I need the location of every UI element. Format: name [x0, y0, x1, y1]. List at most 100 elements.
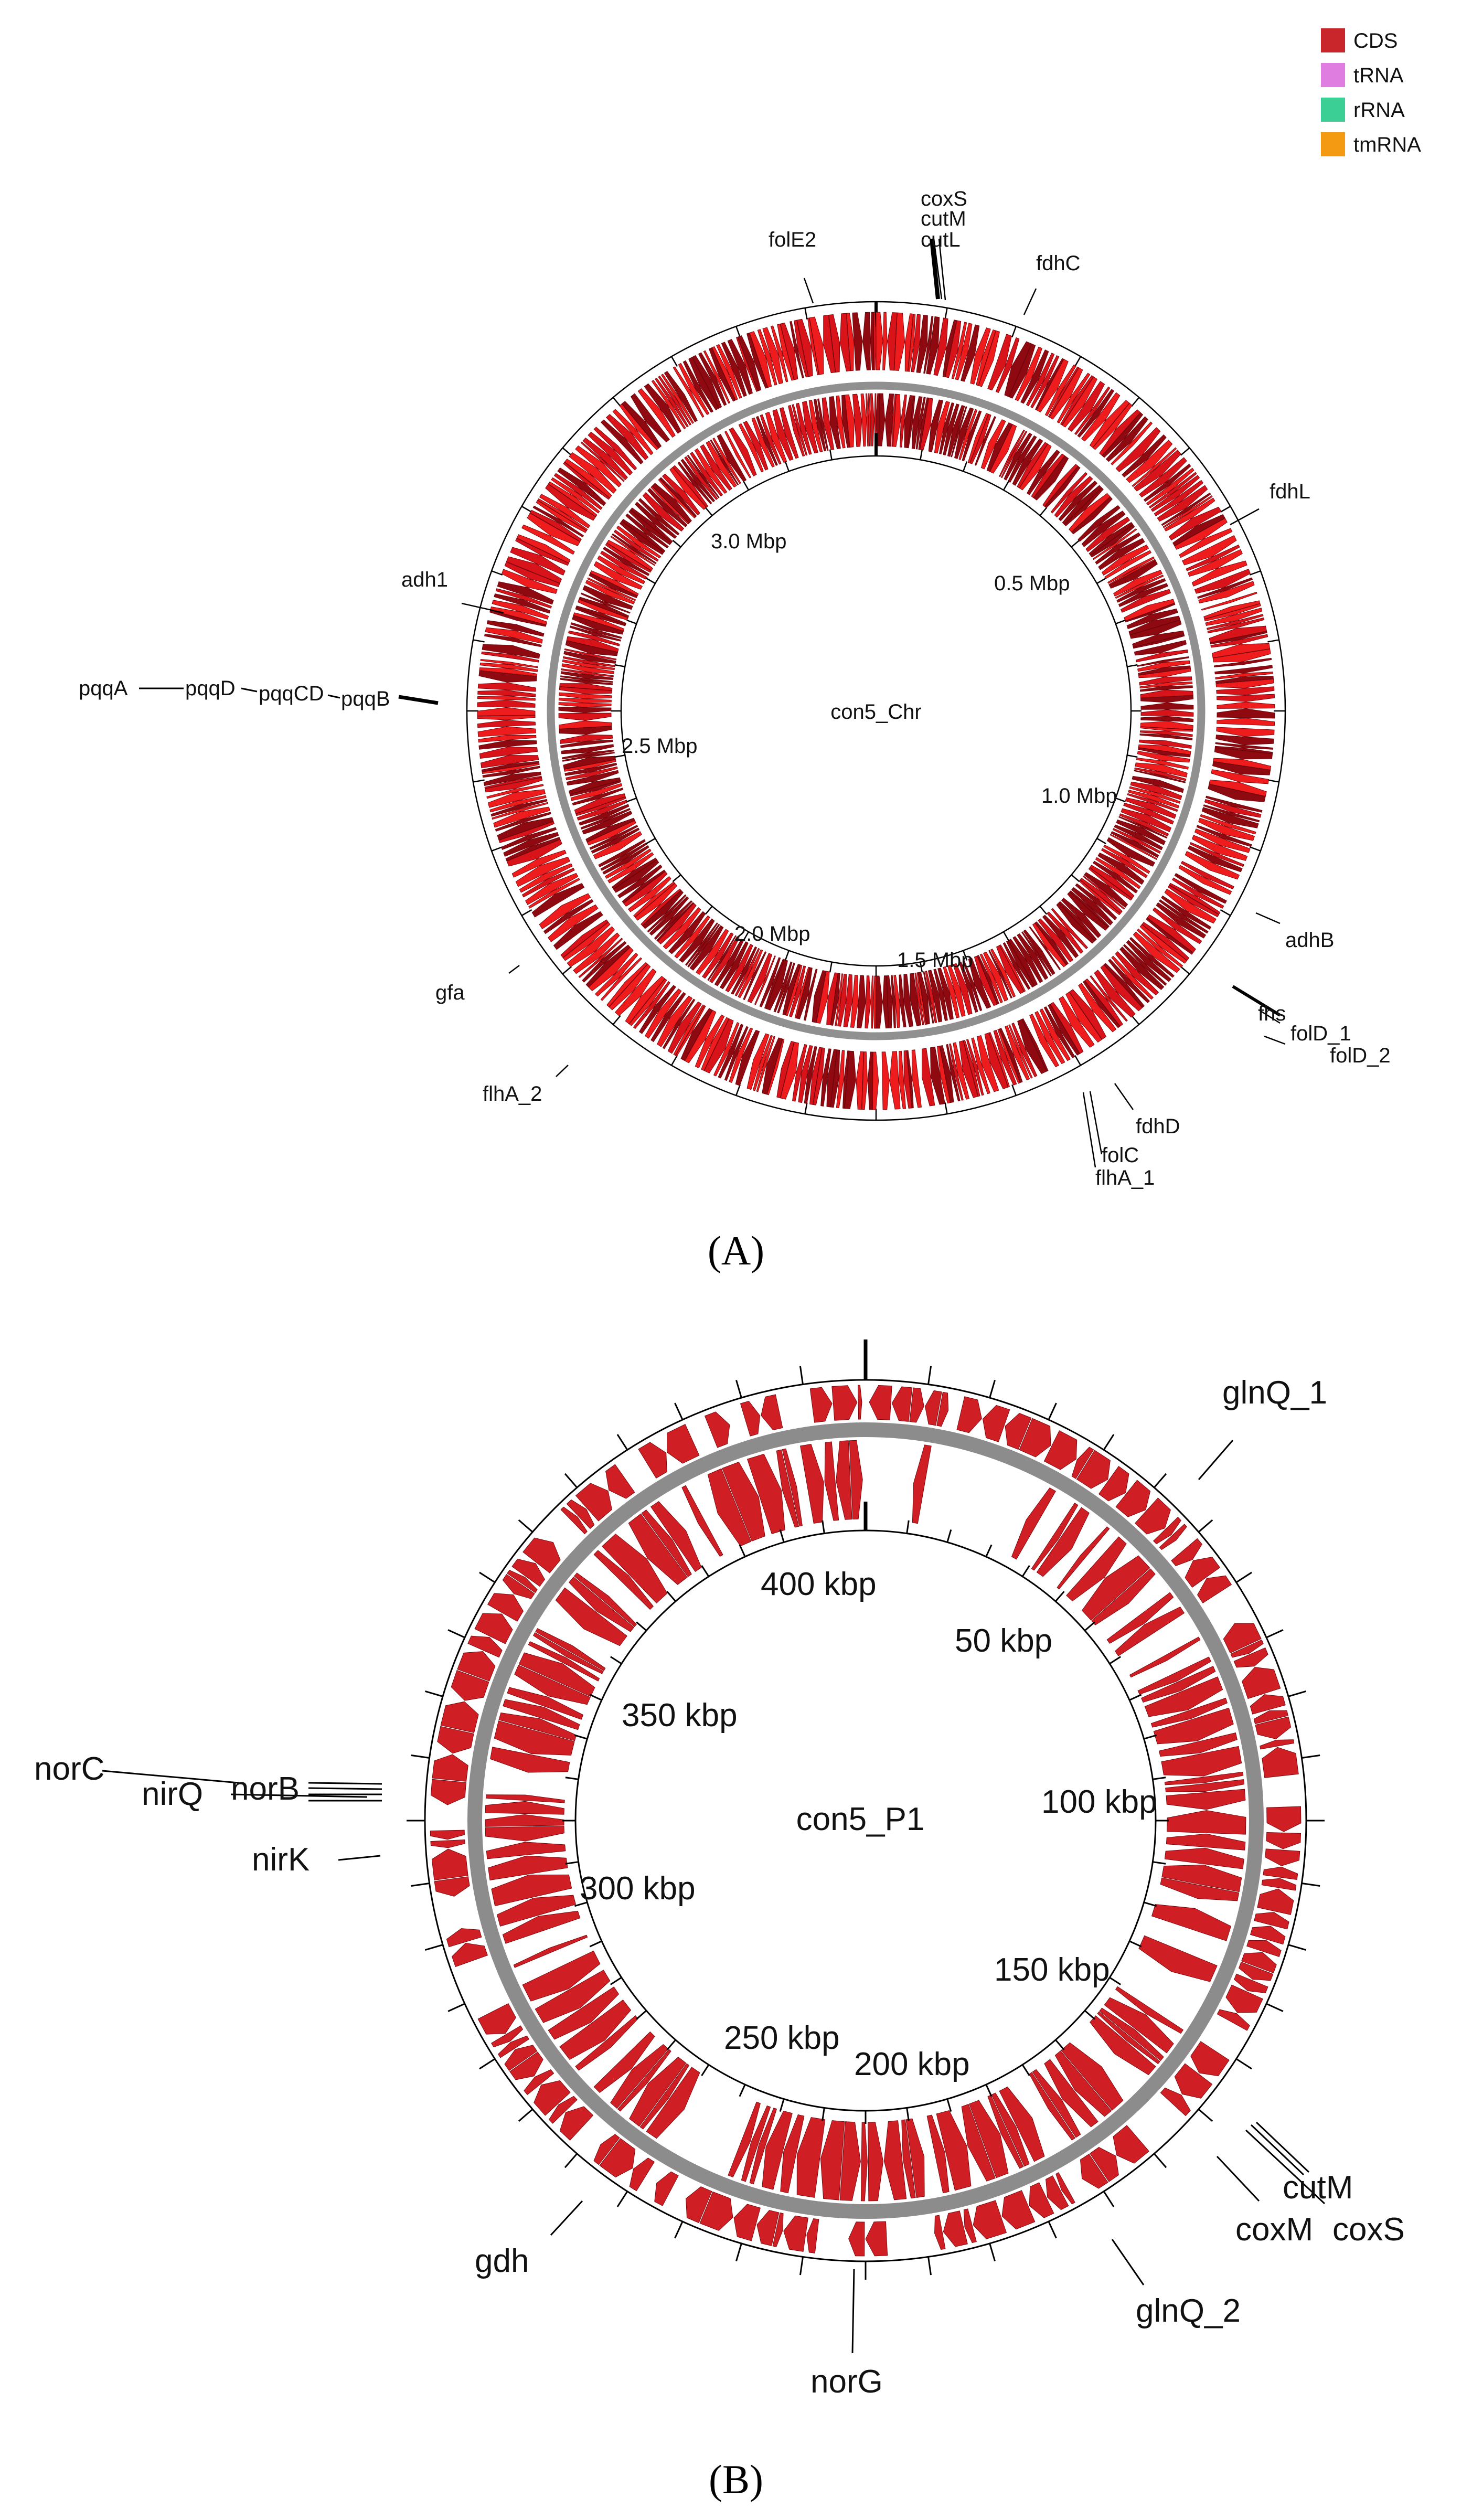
cds-feature: [1098, 538, 1145, 570]
cds-feature: [911, 1049, 922, 1108]
cds-feature: [1134, 640, 1187, 656]
cds-feature: [553, 473, 603, 511]
cds-feature: [1146, 917, 1193, 955]
cds-feature: [852, 312, 863, 371]
cds-feature: [843, 974, 853, 1027]
cds-feature: [792, 1044, 807, 1102]
cds-feature: [1123, 944, 1167, 986]
cds-feature: [789, 965, 806, 1017]
cds-feature: [945, 320, 962, 378]
cds-feature: [1089, 400, 1130, 448]
cds-feature: [782, 1448, 803, 1527]
cds-feature: [1036, 359, 1069, 413]
cds-feature: [562, 659, 615, 671]
ruler-tick: [1002, 931, 1010, 941]
cds-feature: [494, 1720, 575, 1756]
cds-feature: [1095, 532, 1141, 565]
cds-feature: [578, 599, 628, 621]
cds-feature: [1071, 496, 1113, 535]
cds-feature: [479, 662, 538, 672]
cds-feature: [560, 919, 609, 958]
cds-feature: [628, 1513, 688, 1585]
cds-feature: [978, 330, 1000, 387]
cds-feature: [564, 762, 617, 776]
cds-feature: [937, 1046, 951, 1104]
ruler-tick: [473, 779, 485, 783]
cds-feature: [489, 795, 547, 813]
cds-feature: [1153, 1707, 1234, 1745]
cds-feature: [1216, 694, 1275, 702]
cds-feature: [1069, 493, 1111, 533]
cds-feature: [1196, 825, 1252, 847]
cds-feature: [477, 695, 536, 701]
cds-feature: [524, 2069, 554, 2096]
cds-feature: [765, 411, 787, 463]
cds-feature: [479, 747, 538, 759]
cds-feature: [505, 837, 561, 862]
cds-feature: [989, 424, 1017, 474]
cds-feature: [844, 1050, 856, 1109]
cds-feature: [1108, 959, 1150, 1003]
cds-feature: [478, 735, 537, 743]
cds-feature: [572, 788, 624, 806]
ruler-tick: [985, 2084, 993, 2097]
cds-feature: [1132, 775, 1184, 793]
ruler-tick: [701, 2064, 710, 2077]
cds-feature: [870, 393, 874, 446]
cds-feature: [943, 2210, 968, 2247]
cds-feature: [1057, 373, 1091, 424]
ruler-tick: [735, 326, 741, 338]
cds-feature: [1140, 689, 1193, 698]
cds-feature: [930, 1046, 945, 1105]
cds-feature: [1015, 346, 1042, 401]
cds-feature: [884, 394, 894, 447]
cds-feature: [1114, 824, 1163, 850]
cds-feature: [1140, 1666, 1216, 1703]
cds-feature: [1203, 804, 1260, 823]
cds-feature: [573, 932, 620, 974]
cds-feature: [1187, 549, 1243, 577]
ruler-tick: [1048, 1402, 1057, 1420]
cds-feature: [1137, 751, 1190, 763]
cds-feature: [947, 965, 966, 1017]
ruler-tick: [616, 2191, 628, 2207]
cds-feature: [1116, 578, 1166, 603]
cds-feature: [477, 726, 536, 737]
ruler-tick: [672, 874, 681, 882]
cds-feature: [1136, 650, 1189, 663]
cds-feature: [696, 929, 729, 975]
cds-feature: [493, 806, 550, 828]
cds-feature: [528, 878, 580, 909]
cds-feature: [857, 1385, 862, 1420]
cds-feature: [1139, 924, 1187, 964]
cds-feature: [860, 2122, 868, 2202]
cds-feature: [1068, 381, 1105, 432]
cds-feature: [514, 1665, 591, 1705]
cds-feature: [749, 331, 772, 388]
cds-feature: [1105, 416, 1148, 462]
cds-feature: [1140, 703, 1194, 710]
cds-feature: [629, 2157, 655, 2192]
cds-feature: [558, 707, 612, 714]
legend-swatch-rrna: [1321, 98, 1345, 122]
cds-feature: [684, 1009, 717, 1064]
cds-feature: [582, 437, 628, 481]
cds-feature: [937, 967, 954, 1020]
ruler-tick: [670, 356, 678, 367]
cds-feature: [844, 394, 855, 448]
cds-feature: [970, 327, 991, 385]
cds-feature: [1044, 364, 1076, 417]
cds-feature: [1215, 742, 1274, 750]
ruler-tick: [1302, 1883, 1320, 1887]
cds-feature: [504, 2045, 538, 2071]
cds-feature: [856, 1051, 864, 1110]
cds-feature: [977, 955, 999, 1005]
cds-feature: [829, 396, 841, 449]
cds-feature: [1065, 992, 1102, 1043]
cds-feature: [1118, 583, 1168, 608]
cds-feature: [1083, 872, 1128, 908]
gene-label-flhA_1: flhA_1: [1095, 1166, 1155, 1189]
cds-feature: [1126, 608, 1178, 630]
cds-feature: [1230, 1639, 1264, 1658]
